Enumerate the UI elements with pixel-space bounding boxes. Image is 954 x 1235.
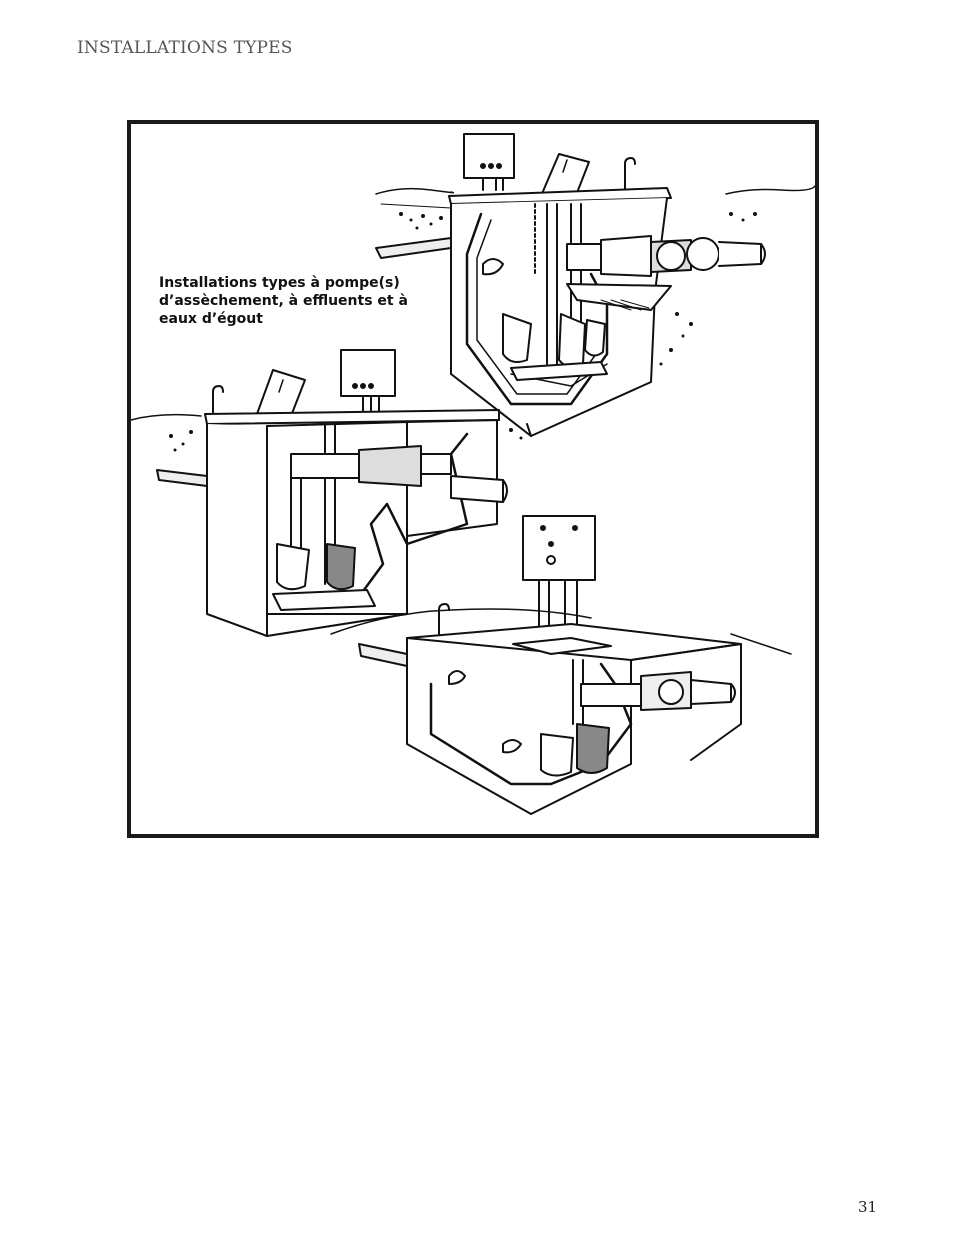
illustration-frame: Installations types à pompe(s) d’assèche… — [127, 120, 819, 838]
figure-caption: Installations types à pompe(s) d’assèche… — [159, 275, 408, 327]
lower-basin-drawing — [330, 515, 792, 815]
page-number: 31 — [858, 1198, 878, 1216]
running-header: INSTALLATIONS TYPES — [77, 38, 293, 58]
left-basin-drawing — [131, 349, 523, 637]
upper-basin-drawing — [375, 133, 815, 437]
pump-installations-illustration — [131, 133, 815, 815]
